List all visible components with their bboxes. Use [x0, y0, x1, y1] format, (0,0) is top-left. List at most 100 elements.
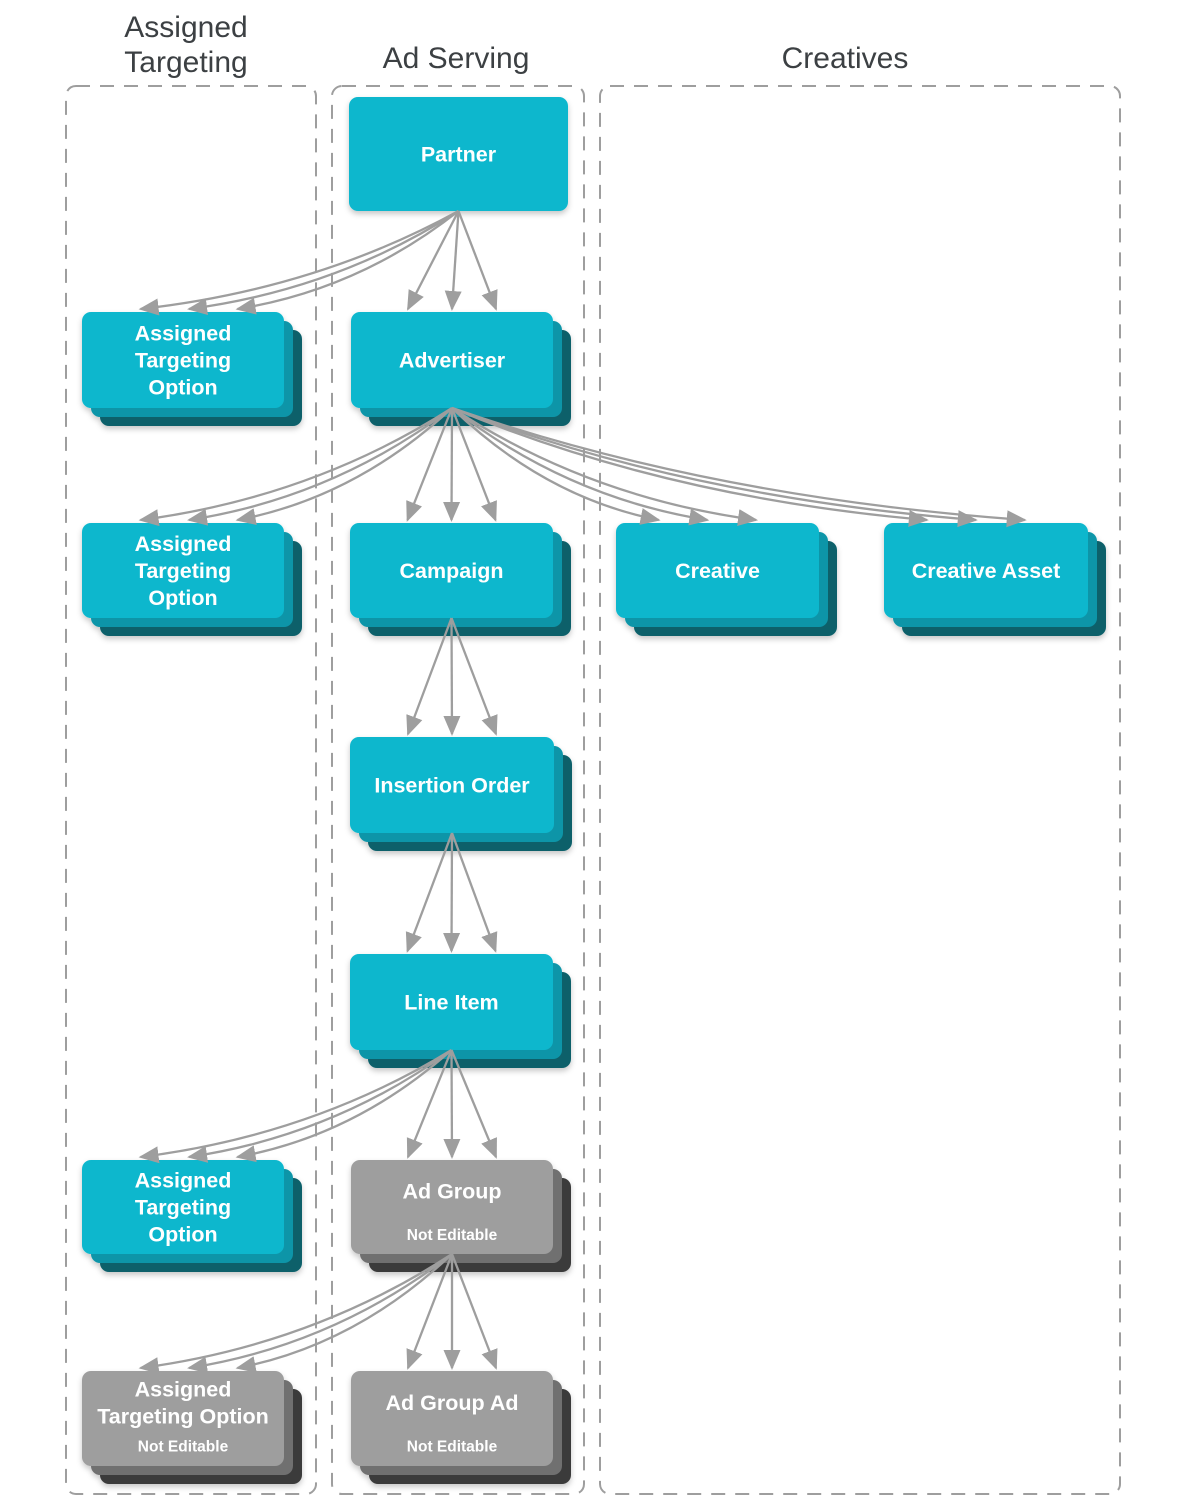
edge-partner-to-assigned-targeting-option-partner: [138, 209, 460, 316]
node-box: [350, 523, 553, 618]
edge-line: [235, 1049, 453, 1163]
node-label: Assigned: [135, 532, 232, 556]
edge-line: [457, 210, 498, 311]
edge-partner-to-advertiser: [406, 210, 498, 311]
edge-line: [444, 210, 462, 311]
edge-line: [138, 209, 460, 316]
edge-advertiser-to-campaign: [406, 407, 497, 522]
edge-advertiser-to-creative-asset: [451, 406, 1027, 528]
headers-layer: Assigned Targeting Ad Serving Creatives: [124, 11, 908, 79]
node-sublabel: Not Editable: [138, 1439, 229, 1456]
edge-insertion-order-to-line-item: [405, 832, 498, 953]
edge-line: [235, 407, 453, 525]
node-sublabel: Not Editable: [407, 1227, 498, 1244]
edge-ad-group-to-assigned-targeting-option-ad-group: [138, 1253, 453, 1375]
edge-line: [450, 407, 497, 522]
edge-line: [443, 1049, 461, 1159]
node-box: [616, 523, 819, 618]
column-header-assigned-targeting-line2: Targeting: [124, 46, 247, 79]
column-creatives: [599, 85, 1121, 1495]
edge-line: [235, 210, 460, 315]
node-advertiser: Advertiser: [351, 312, 571, 426]
node-label: Targeting Option: [97, 1404, 269, 1428]
column-header-creatives: Creatives: [782, 42, 909, 75]
node-label: Line Item: [404, 991, 498, 1015]
node-label: Assigned: [135, 1377, 232, 1401]
node-label: Targeting: [135, 1196, 231, 1220]
columns-layer: [65, 85, 1121, 1495]
node-insertion-order: Insertion Order: [350, 737, 572, 851]
node-label: Creative Asset: [912, 559, 1061, 583]
node-label: Advertiser: [399, 349, 506, 373]
node-box: [351, 312, 553, 408]
node-label: Targeting: [135, 559, 231, 583]
column-header-assigned-targeting-line1: Assigned: [124, 11, 247, 44]
edge-line: [406, 1049, 453, 1159]
edge-line-item-to-assigned-targeting-option-line-item: [138, 1049, 453, 1164]
edge-line: [235, 1253, 453, 1373]
node-label: Targeting: [135, 349, 231, 373]
node-box: [82, 1160, 284, 1254]
column-header-ad-serving: Ad Serving: [383, 42, 530, 75]
edge-line: [450, 1049, 498, 1159]
edge-advertiser-to-creative: [451, 407, 759, 527]
edge-line-item-to-ad-group: [406, 1049, 498, 1159]
node-label: Assigned: [135, 1169, 232, 1193]
edge-line: [187, 1253, 453, 1374]
node-box: [350, 954, 553, 1050]
node-box: [350, 737, 554, 833]
edge-campaign-to-insertion-order: [406, 617, 498, 736]
node-box: [349, 97, 568, 211]
node-label: Assigned: [135, 322, 232, 346]
edge-line: [187, 1049, 453, 1163]
node-label: Campaign: [400, 559, 504, 583]
node-label: Ad Group Ad: [386, 1391, 519, 1415]
edge-line: [443, 832, 461, 953]
edge-line: [450, 832, 498, 953]
edge-line: [405, 832, 454, 953]
edge-line: [450, 617, 498, 736]
edge-line: [187, 210, 460, 316]
node-label: Ad Group: [402, 1180, 501, 1204]
column-assigned-targeting: [65, 85, 317, 1495]
column-ad-serving: [331, 85, 585, 1495]
node-label: Insertion Order: [374, 774, 530, 798]
node-box: [82, 523, 284, 618]
edge-line: [406, 407, 454, 522]
edge-line: [451, 407, 759, 527]
edge-line: [451, 406, 978, 528]
edge-line: [138, 1049, 453, 1164]
edge-line: [451, 407, 710, 526]
edge-line: [406, 617, 453, 736]
edge-line: [138, 1253, 453, 1375]
edge-line: [406, 1253, 454, 1370]
edge-line: [450, 1253, 498, 1370]
node-label: Creative: [675, 559, 760, 583]
node-label: Partner: [421, 143, 497, 167]
node-creative-asset: Creative Asset: [884, 523, 1106, 636]
node-box: [82, 1371, 284, 1466]
node-label: Option: [148, 586, 217, 610]
edge-line: [451, 406, 929, 527]
node-label: Option: [148, 376, 217, 400]
edge-line: [443, 617, 461, 736]
node-box: [884, 523, 1088, 618]
node-partner: Partner: [349, 97, 568, 211]
edge-line: [138, 407, 453, 527]
nodes-layer: PartnerAssignedTargetingOptionAdvertiser…: [82, 97, 1106, 1484]
node-box: [82, 312, 284, 408]
node-campaign: Campaign: [350, 523, 571, 636]
edges-layer: [138, 209, 1027, 1375]
node-label: Option: [148, 1223, 217, 1247]
edge-line: [451, 406, 1027, 528]
node-line-item: Line Item: [350, 954, 571, 1068]
edge-line: [451, 407, 661, 525]
node-box: [351, 1371, 553, 1466]
